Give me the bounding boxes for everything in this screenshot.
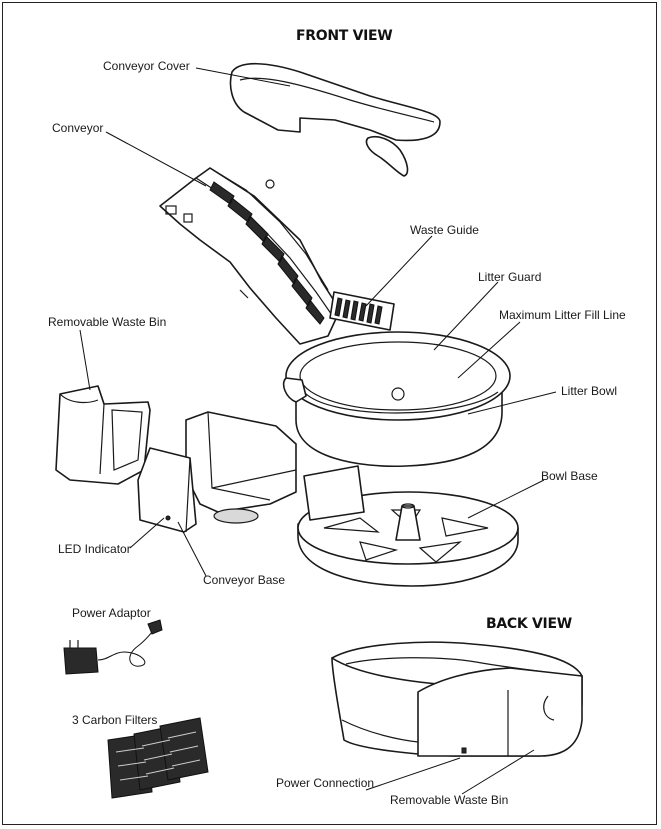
litter-bowl-drawing [282, 331, 511, 468]
conveyor-base-label: Conveyor Base [203, 573, 286, 587]
conveyor-cover-label: Conveyor Cover [103, 59, 190, 73]
carbon-filters-label: 3 Carbon Filters [72, 713, 158, 727]
removable-waste-bin-back-label: Removable Waste Bin [390, 793, 509, 807]
waste-guide-label: Waste Guide [410, 223, 479, 237]
conveyor-base-drawing [137, 411, 297, 533]
litter-bowl-label: Litter Bowl [561, 384, 618, 398]
bowl-base-label: Bowl Base [541, 469, 598, 483]
back-view-heading: BACK VIEW [486, 616, 572, 632]
conveyor-drawing [159, 167, 341, 345]
maximum-litter-fill-line-label: Maximum Litter Fill Line [499, 308, 626, 322]
conveyor-label: Conveyor [52, 121, 104, 135]
conveyor-cover-drawing [229, 62, 441, 177]
power-adaptor-drawing [63, 619, 163, 675]
removable-waste-bin-drawing [55, 385, 151, 485]
led-indicator-label: LED Indicator [58, 542, 131, 556]
removable-waste-bin-label: Removable Waste Bin [48, 315, 167, 329]
litter-guard-label: Litter Guard [478, 270, 542, 284]
carbon-filters-drawing [107, 717, 209, 799]
power-connection-label: Power Connection [276, 776, 375, 790]
leader-lines [79, 67, 557, 795]
back-view-unit-drawing [331, 641, 583, 757]
bowl-base-drawing [297, 465, 519, 587]
front-view-heading: FRONT VIEW [296, 28, 393, 44]
waste-guide-drawing [329, 291, 395, 331]
power-adaptor-label: Power Adaptor [72, 606, 151, 620]
